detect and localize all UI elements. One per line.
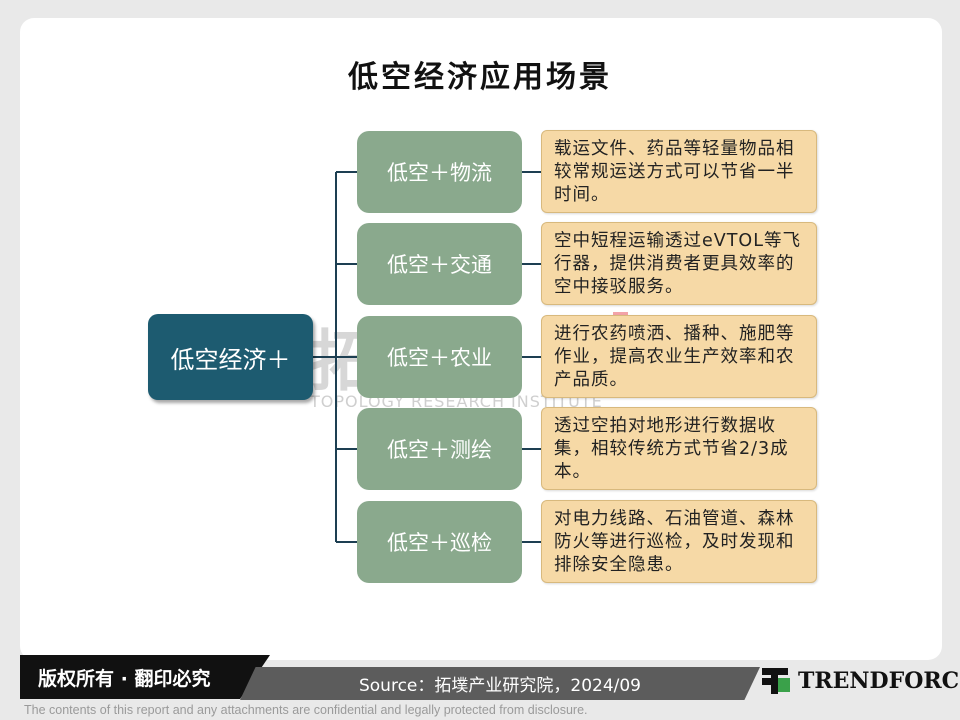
branch-node-agriculture: 低空＋农业 (357, 316, 522, 398)
branch-node-inspection: 低空＋巡检 (357, 501, 522, 583)
brand-logo: TRENDFORCE (762, 664, 960, 698)
desc-box-inspection: 对电力线路、石油管道、森林防火等进行巡检，及时发现和排除安全隐患。 (541, 500, 817, 583)
page-title: 低空经济应用场景 (348, 60, 612, 95)
desc-box-logistics: 载运文件、药品等轻量物品相较常规运送方式可以节省一半时间。 (541, 130, 817, 213)
desc-box-transport: 空中短程运输透过eVTOL等飞行器，提供消费者更具效率的空中接驳服务。 (541, 222, 817, 305)
branch-node-logistics: 低空＋物流 (357, 131, 522, 213)
brand-mark-icon (762, 666, 792, 696)
root-node: 低空经济＋ (148, 314, 313, 400)
source-label: Source：拓墣产业研究院，2024/09 (240, 667, 760, 700)
disclaimer-text: The contents of this report and any atta… (24, 703, 588, 717)
branch-node-surveying: 低空＋测绘 (357, 408, 522, 490)
branch-node-transport: 低空＋交通 (357, 223, 522, 305)
desc-box-surveying: 透过空拍对地形进行数据收集，相较传统方式节省2/3成本。 (541, 407, 817, 490)
desc-box-agriculture: 进行农药喷洒、播种、施肥等作业，提高农业生产效率和农产品质。 (541, 315, 817, 398)
copyright-label: 版权所有 · 翻印必究 (20, 655, 270, 699)
brand-name: TRENDFORCE (798, 668, 960, 694)
